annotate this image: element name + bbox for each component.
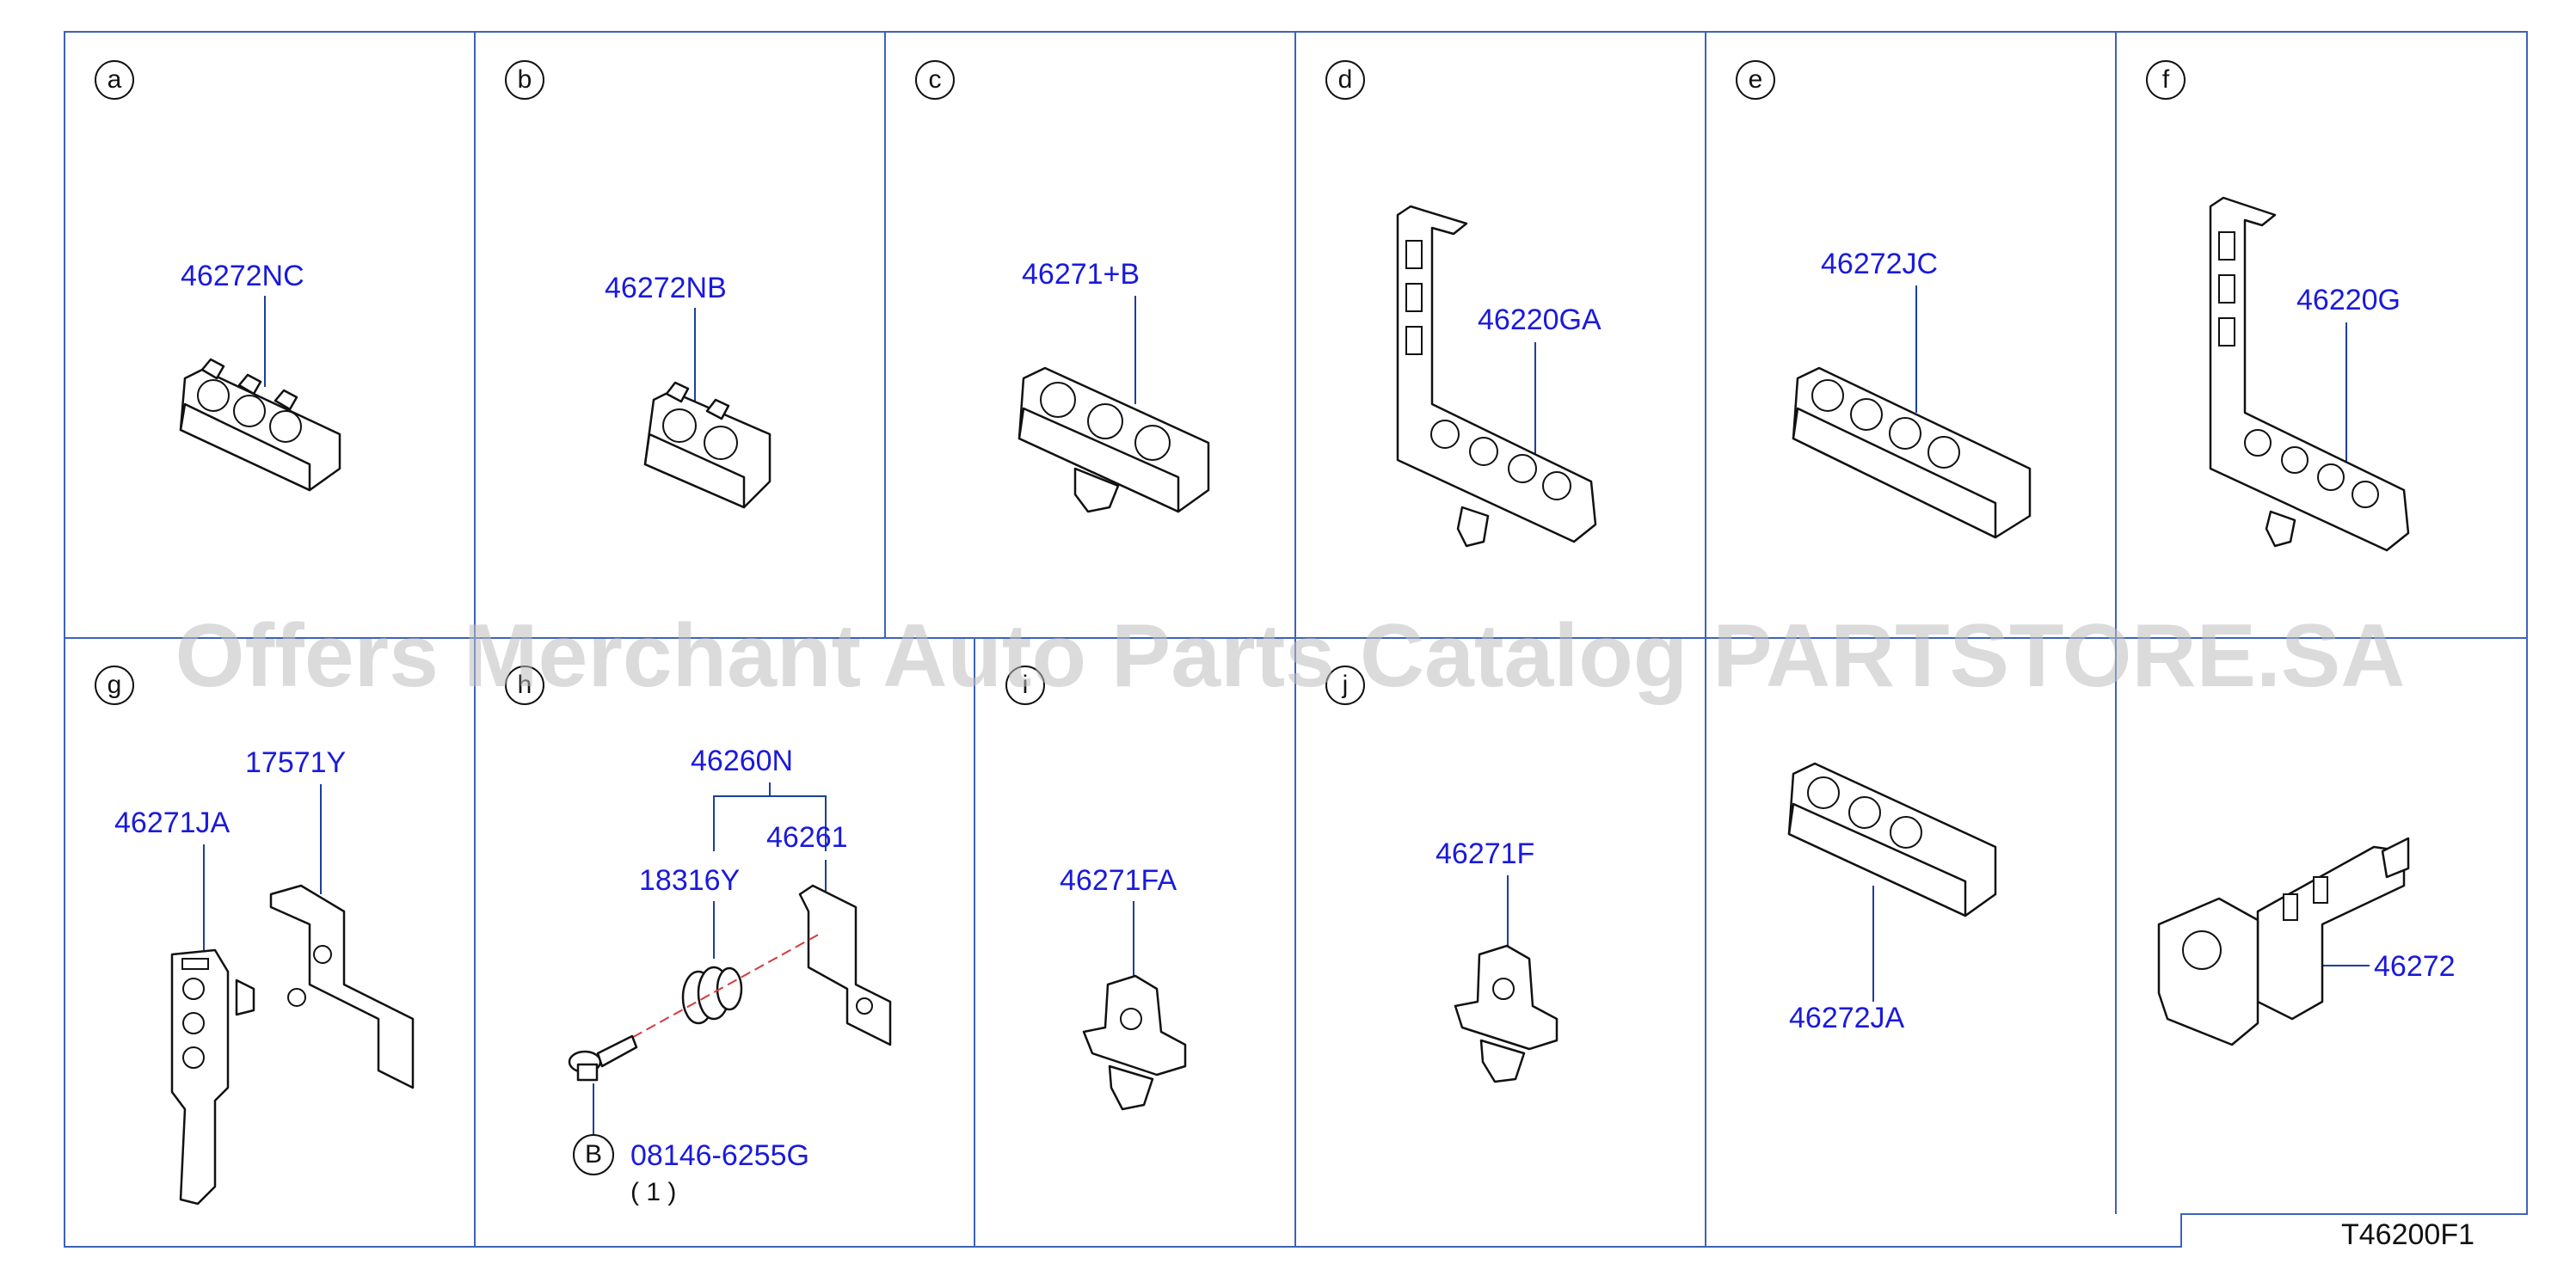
cell-e: e 46272JC	[1736, 60, 2032, 539]
part-number-46271JA[interactable]: 46271JA	[114, 807, 231, 839]
cell-letter: d	[1338, 65, 1353, 94]
clip-part-k	[1787, 762, 1997, 917]
part-number-46272JC[interactable]: 46272JC	[1821, 248, 1938, 280]
clip-part-d	[1396, 205, 1597, 548]
clip-part-f	[2209, 196, 2410, 552]
part-number-46272NB[interactable]: 46272NB	[605, 272, 727, 304]
cell-letter: h	[518, 671, 532, 699]
part-number-46220GA[interactable]: 46220GA	[1478, 304, 1602, 336]
part-number-46272JA[interactable]: 46272JA	[1789, 1002, 1905, 1034]
clip-part-l	[2157, 837, 2410, 1046]
clip-part-c	[1017, 366, 1210, 513]
bracket-part-h	[798, 884, 892, 1046]
cell-letter: j	[1342, 671, 1349, 699]
cell-i: i 46271FA	[1005, 666, 1187, 1111]
assembly-line	[618, 932, 822, 1046]
cell-letter: e	[1749, 65, 1763, 94]
diagram-frame	[64, 31, 2528, 1248]
cell-letter: b	[518, 65, 532, 94]
clip-part-e	[1792, 366, 2032, 539]
bolt-quantity: ( 1 )	[630, 1178, 676, 1206]
cell-letter: i	[1023, 671, 1029, 699]
cell-a: a 46272NC	[95, 60, 341, 492]
part-number-08146-6255G[interactable]: 08146-6255G	[630, 1139, 809, 1172]
diagram-code: T46200F1	[2341, 1218, 2475, 1251]
part-number-46271FA[interactable]: 46271FA	[1060, 864, 1177, 897]
bolt-part-h	[568, 1034, 638, 1082]
cell-h: h 46260N 46261 18316Y B 08146-6255G ( 1 …	[505, 666, 892, 1206]
cell-letter: f	[2162, 65, 2170, 94]
cell-letter: a	[108, 65, 122, 94]
clip-part-i	[1082, 974, 1187, 1111]
clip-part-a	[179, 358, 341, 492]
bolt-reference-letter: B	[585, 1140, 602, 1169]
part-number-18316Y[interactable]: 18316Y	[639, 864, 740, 897]
part-number-46271+B[interactable]: 46271+B	[1022, 258, 1140, 291]
watermark: Offers Merchant Auto Parts Catalog PARTS…	[175, 606, 2406, 706]
part-number-46272NC[interactable]: 46272NC	[181, 260, 304, 292]
grommet-part-h	[681, 966, 743, 1025]
cell-letter: g	[108, 671, 122, 699]
part-number-46261[interactable]: 46261	[766, 821, 848, 854]
cell-letter: c	[929, 65, 942, 94]
clip-part-b	[643, 381, 772, 509]
cell-b: b 46272NB	[505, 60, 772, 509]
part-number-46271F[interactable]: 46271F	[1436, 837, 1534, 870]
cell-d: d 46220GA	[1325, 60, 1602, 548]
cell-g: g 17571Y 46271JA	[95, 666, 415, 1205]
part-number-46272[interactable]: 46272	[2374, 950, 2456, 983]
cell-c: c 46271+B	[915, 60, 1210, 513]
part-number-17571Y[interactable]: 17571Y	[245, 746, 346, 779]
part-number-46260N[interactable]: 46260N	[691, 745, 793, 777]
cell-46272JA: 46272JA	[1787, 762, 1997, 1034]
cell-f: f 46220G	[2146, 60, 2410, 552]
cell-j: j 46271F	[1325, 666, 1559, 1083]
clip-part-g	[170, 948, 255, 1205]
cell-46272: 46272	[2157, 837, 2456, 1046]
bracket-part-g	[269, 884, 415, 1089]
part-number-46220G[interactable]: 46220G	[2296, 284, 2401, 316]
clip-part-j	[1454, 944, 1559, 1083]
